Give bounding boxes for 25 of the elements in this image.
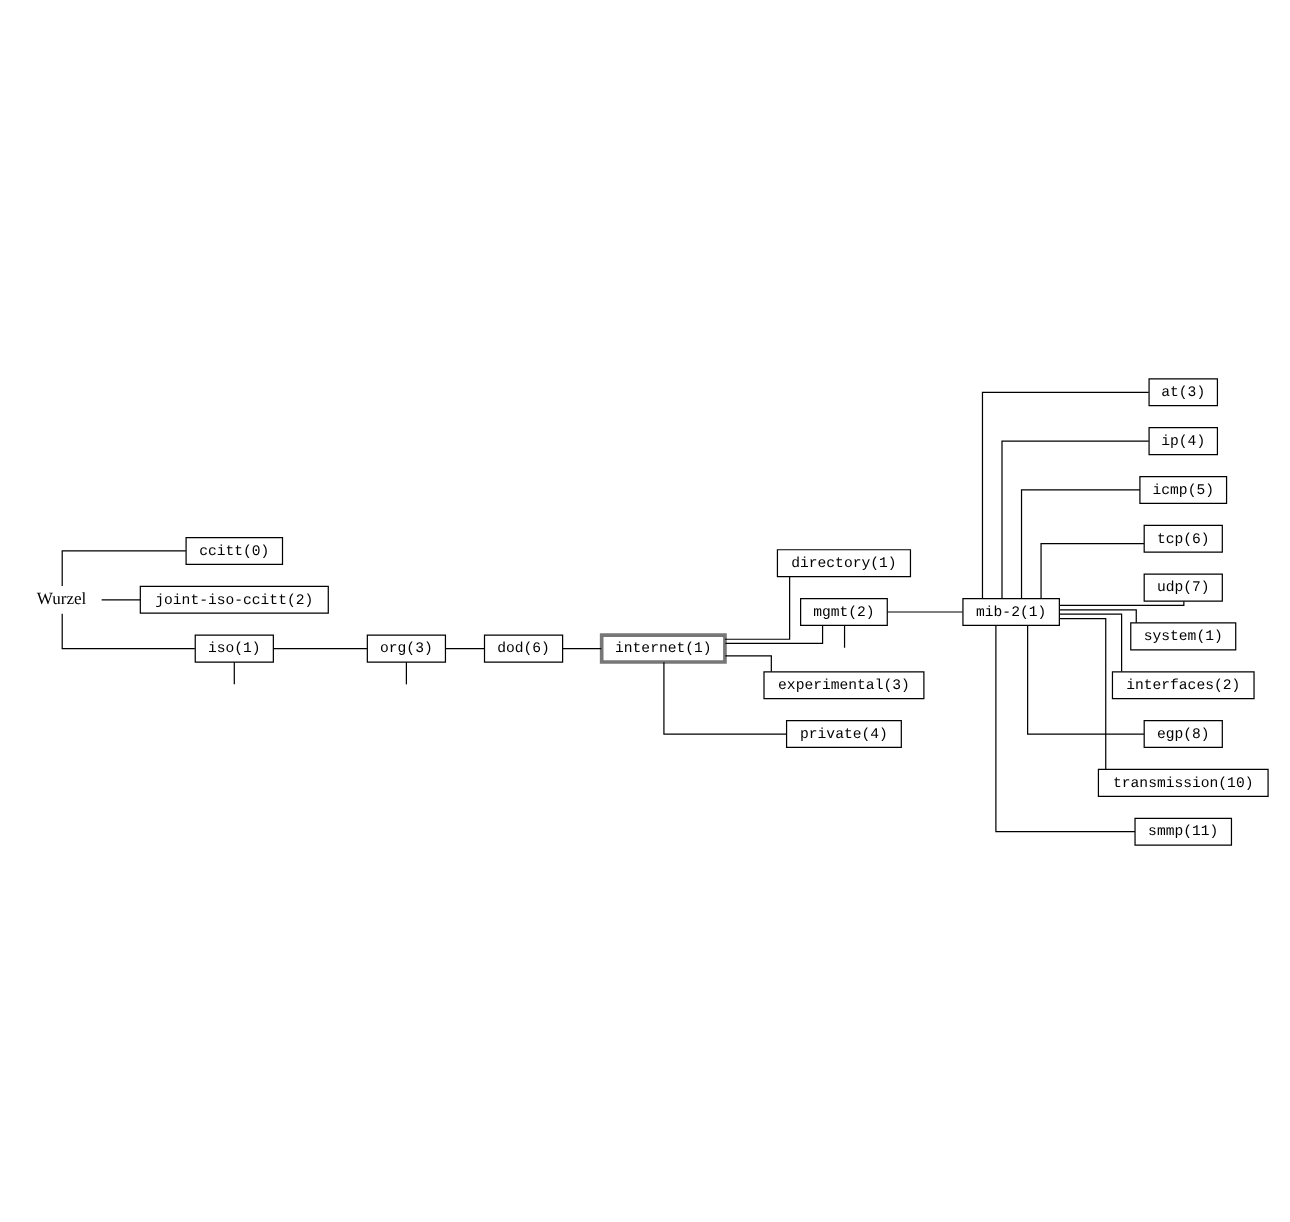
connector <box>886 610 964 612</box>
connector <box>101 598 141 600</box>
connector <box>445 647 485 649</box>
connector <box>981 390 1150 598</box>
connector <box>724 575 791 639</box>
connector <box>663 660 788 734</box>
connector <box>1020 488 1141 599</box>
connector <box>61 549 187 586</box>
connector <box>233 660 235 684</box>
connector <box>405 660 407 684</box>
connector <box>1001 439 1150 598</box>
node-text: Wurzel <box>36 587 87 608</box>
connector <box>843 624 846 648</box>
connector <box>724 654 772 672</box>
connector <box>562 647 602 649</box>
connector <box>995 624 1136 832</box>
connector <box>61 612 196 649</box>
connector <box>273 647 368 649</box>
connector <box>1059 599 1185 605</box>
connector <box>1027 623 1145 734</box>
connector <box>724 623 824 643</box>
connector <box>1059 612 1123 672</box>
connector <box>1058 608 1137 623</box>
connector <box>1058 617 1107 770</box>
connector <box>1040 542 1145 599</box>
